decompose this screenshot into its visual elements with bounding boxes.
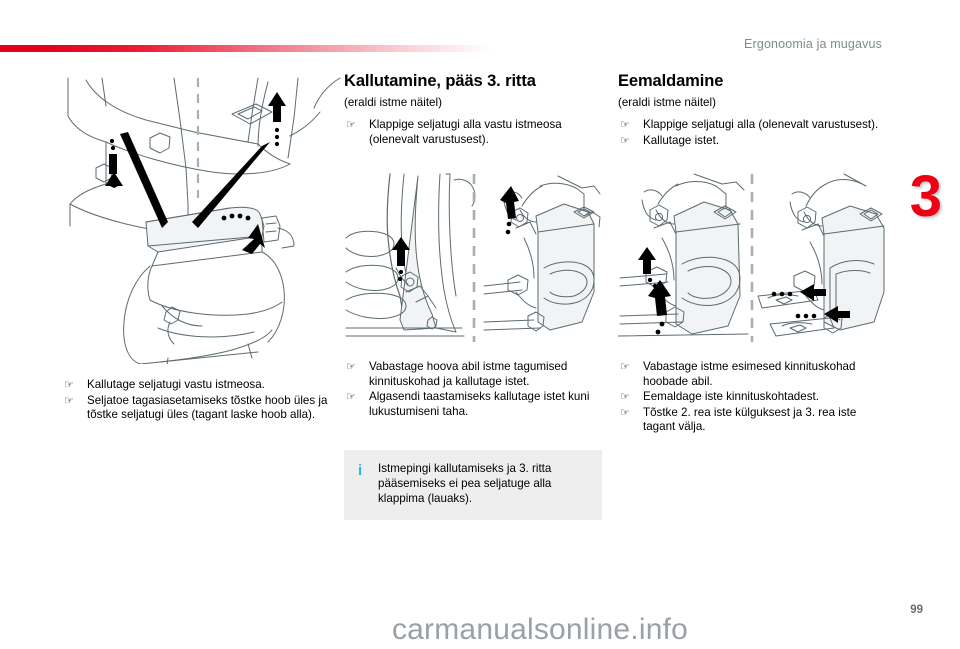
page-title: Kallutamine, pääs 3. ritta: [344, 72, 536, 90]
direction-arrows: [392, 186, 519, 282]
list-item: ☞ Eemaldage iste kinnituskohtadest.: [618, 390, 890, 405]
list-item-text: Klappige seljatugi alla vastu istmeosa (…: [369, 118, 562, 146]
pointing-hand-icon: ☞: [64, 379, 74, 391]
pointing-hand-icon: ☞: [620, 119, 630, 131]
pointing-hand-icon: ☞: [620, 134, 630, 147]
header-accent-rule: [0, 45, 492, 52]
seat-tilt-diagram: [345, 173, 601, 342]
figure-seat-removal-illustration: [617, 172, 886, 344]
pointing-hand-icon: ☞: [620, 391, 630, 404]
list-item: ☞ Klappige seljatugi alla (olenevalt var…: [618, 118, 886, 133]
right-column-instructions: ☞ Vabastage istme esimesed kinnituskohad…: [618, 360, 890, 436]
pointing-hand-icon: ☞: [620, 406, 630, 419]
site-watermark: carmanualsonline.info: [391, 613, 689, 646]
list-item-text: Tõstke 2. rea iste külguksest ja 3. rea …: [643, 405, 857, 434]
header-title: Ergonoomia ja mugavus: [744, 37, 882, 51]
middle-bullet-list-top: ☞ Klappige seljatugi alla vastu istmeosa…: [344, 118, 602, 147]
list-item-text: Eemaldage iste kinnituskohtadest.: [643, 390, 819, 404]
pointing-hand-icon: ☞: [64, 394, 74, 407]
seat-removal-diagram: [617, 173, 885, 342]
info-i-icon: i: [358, 462, 363, 479]
list-item-text: Seljatoe tagasiasetamiseks tõstke hoob ü…: [87, 393, 328, 422]
list-item-text: Algasendi taastamiseks kallutage istet k…: [369, 390, 590, 418]
right-bullet-list-bottom: ☞ Vabastage istme esimesed kinnituskohad…: [618, 360, 890, 435]
section-title-removal: Eemaldamine: [618, 72, 724, 90]
seat-fold-diagram: [67, 77, 341, 373]
figure-seat-fold-illustration: [62, 76, 352, 373]
pointing-hand-icon: ☞: [346, 119, 356, 131]
left-column-instructions: ☞ Kallutage seljatugi vastu istmeosa. ☞ …: [62, 378, 344, 424]
list-item: ☞ Seljatoe tagasiasetamiseks tõstke hoob…: [62, 394, 344, 423]
chapter-number: 3: [909, 164, 942, 229]
figure-seat-tilt-illustration: [344, 172, 602, 344]
info-note-text: Istmepingi kallutamiseks ja 3. ritta pää…: [378, 462, 552, 505]
middle-bullet-list-bottom: ☞ Vabastage hoova abil istme tagumised k…: [344, 360, 606, 419]
list-item: ☞ Tõstke 2. rea iste külguksest ja 3. re…: [618, 406, 890, 435]
direction-arrows: [105, 92, 286, 254]
page-number: 99: [910, 604, 923, 616]
list-item: ☞ Vabastage hoova abil istme tagumised k…: [344, 360, 606, 389]
middle-column-header: Kallutamine, pääs 3. ritta (eraldi istme…: [344, 72, 602, 148]
middle-subtitle: (eraldi istme näitel): [344, 96, 442, 109]
info-note-box: i Istmepingi kallutamiseks ja 3. ritta p…: [344, 450, 602, 520]
right-subtitle: (eraldi istme näitel): [618, 96, 716, 109]
right-bullet-list-top: ☞ Klappige seljatugi alla (olenevalt var…: [618, 118, 886, 148]
list-item: ☞ Kallutage seljatugi vastu istmeosa.: [62, 378, 344, 393]
direction-arrows: [638, 247, 850, 335]
list-item-text: Klappige seljatugi alla (olenevalt varus…: [643, 118, 879, 131]
list-item-text: Vabastage istme esimesed kinnituskohad h…: [643, 360, 856, 388]
list-item-text: Vabastage hoova abil istme tagumised kin…: [369, 360, 568, 388]
list-item: ☞ Algasendi taastamiseks kallutage istet…: [344, 390, 606, 419]
list-item: ☞ Kallutage istet.: [618, 134, 886, 149]
left-bullet-list: ☞ Kallutage seljatugi vastu istmeosa. ☞ …: [62, 378, 344, 423]
middle-column-instructions: ☞ Vabastage hoova abil istme tagumised k…: [344, 360, 606, 420]
list-item: ☞ Klappige seljatugi alla vastu istmeosa…: [344, 118, 602, 147]
list-item-text: Kallutage seljatugi vastu istmeosa.: [87, 378, 265, 391]
right-column-header: Eemaldamine (eraldi istme näitel) ☞ Klap…: [618, 72, 886, 149]
pointing-hand-icon: ☞: [346, 361, 356, 373]
pointing-hand-icon: ☞: [620, 361, 630, 373]
pointing-hand-icon: ☞: [346, 391, 356, 404]
list-item-text: Kallutage istet.: [643, 133, 720, 147]
list-item: ☞ Vabastage istme esimesed kinnituskohad…: [618, 360, 890, 389]
